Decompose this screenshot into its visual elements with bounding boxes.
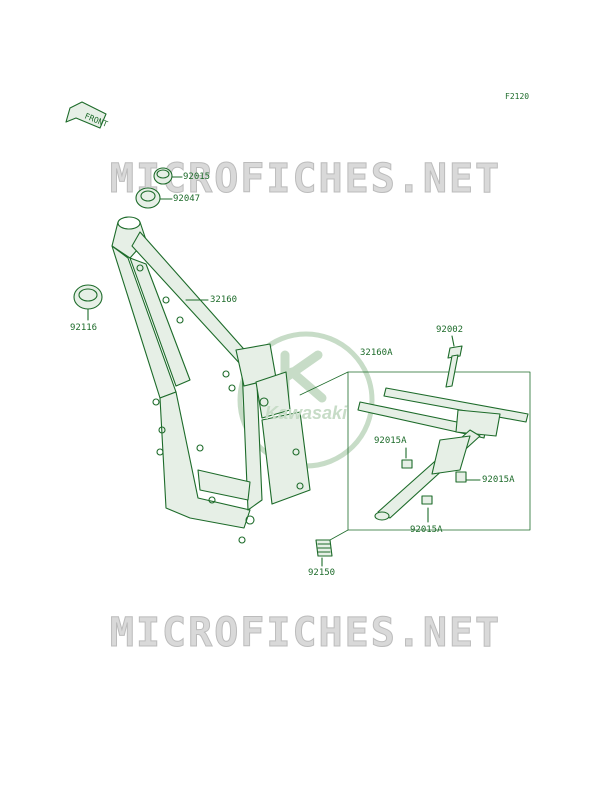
callout-32160: 32160 xyxy=(210,295,238,305)
callout-92116: 92116 xyxy=(70,323,98,333)
callout-32160A: 32160A xyxy=(360,348,393,358)
bolt-92015A-bottom xyxy=(421,495,433,505)
kawasaki-logo-text: Kawasaki xyxy=(264,403,348,423)
watermark-bottom: MICROFICHES.NET xyxy=(109,610,502,657)
frame-bolt-holes xyxy=(136,264,304,544)
subframe-box xyxy=(299,371,531,541)
part-92047-bearing xyxy=(135,187,173,209)
callout-92150: 92150 xyxy=(308,568,336,578)
watermark-top: MICROFICHES.NET xyxy=(109,156,502,203)
leader-92002 xyxy=(451,335,455,347)
main-frame-32160 xyxy=(111,216,311,529)
bolt-92015A-left xyxy=(401,459,413,469)
part-92116-bearing xyxy=(73,284,103,321)
callout-92015A-bottom: 92015A xyxy=(410,525,443,535)
callout-92002: 92002 xyxy=(436,325,464,335)
figure-id: F2120 xyxy=(505,92,530,101)
callout-92015A-left: 92015A xyxy=(374,436,407,446)
callout-92047: 92047 xyxy=(173,194,201,204)
front-arrow-icon: FRONT xyxy=(65,101,109,129)
bolt-92015A-right xyxy=(455,471,467,483)
bolt-92002 xyxy=(445,345,463,388)
bolt-92150 xyxy=(315,539,333,557)
callout-92015: 92015 xyxy=(183,172,211,182)
sub-frame-32160A xyxy=(357,387,529,521)
callout-92015A-right: 92015A xyxy=(482,475,515,485)
part-92015-nut xyxy=(153,167,183,185)
